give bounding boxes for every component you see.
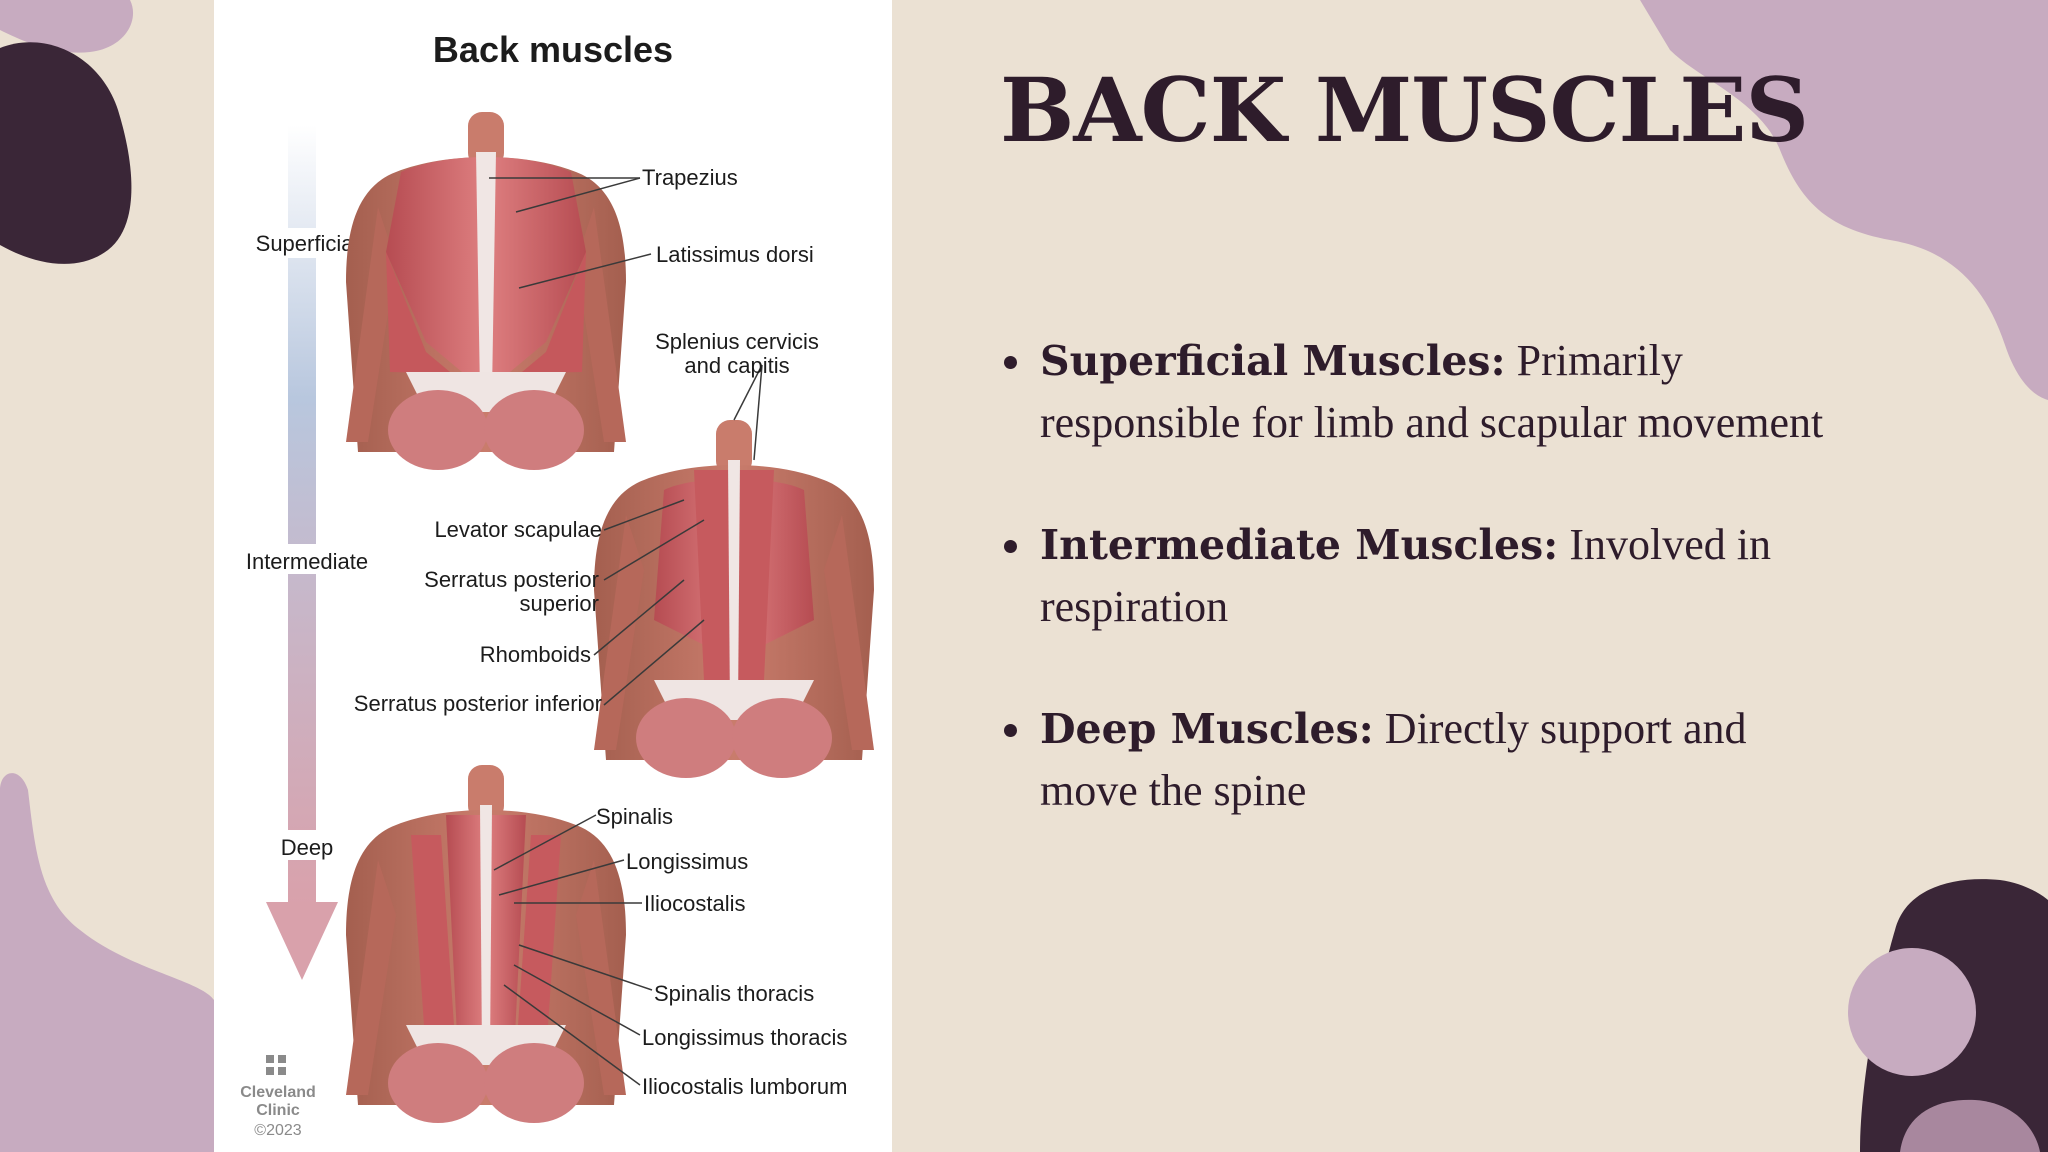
label-rhomboids: Rhomboids bbox=[480, 642, 591, 667]
credit-line-1: Cleveland bbox=[240, 1084, 316, 1101]
label-levator-scapulae: Levator scapulae bbox=[434, 517, 602, 542]
leader-lines bbox=[489, 177, 763, 1086]
bottom-left-mauve-blob bbox=[0, 773, 214, 1152]
bullet-term: Deep Muscles: bbox=[1040, 705, 1374, 753]
bullet-text: Directly support and move the spine bbox=[1040, 704, 1747, 815]
label-trapezius: Trapezius bbox=[642, 165, 738, 190]
bullet-text: Involved in respiration bbox=[1040, 520, 1771, 631]
label-serratus-superior-line-2: superior bbox=[520, 591, 599, 616]
label-splenius-line-1: Splenius cervicis bbox=[655, 329, 819, 354]
label-serratus-superior-line-1: Serratus posterior bbox=[424, 567, 599, 592]
bullet-deep: Deep Muscles: Directly support and move … bbox=[1000, 698, 1830, 821]
top-left-mauve-blob bbox=[0, 0, 134, 53]
bullet-term: Superficial Muscles: bbox=[1040, 337, 1506, 385]
figure-deep-illustration bbox=[346, 765, 626, 1123]
figure-title: Back muscles bbox=[433, 29, 673, 70]
label-spinalis-thoracis: Spinalis thoracis bbox=[654, 981, 814, 1006]
figure-intermediate-illustration bbox=[594, 420, 874, 778]
bullet-dot bbox=[1004, 356, 1017, 369]
figure-superficial-illustration bbox=[346, 112, 626, 470]
bullet-list: Superficial Muscles: Primarily responsib… bbox=[1000, 330, 1830, 821]
bottom-right-mauve-circle bbox=[1848, 948, 1976, 1076]
bullet-superficial: Superficial Muscles: Primarily responsib… bbox=[1000, 330, 1830, 453]
label-longissimus-thoracis: Longissimus thoracis bbox=[642, 1025, 847, 1050]
bottom-right-mauve-blob bbox=[1900, 1099, 2040, 1152]
label-iliocostalis-lumborum: Iliocostalis lumborum bbox=[642, 1074, 847, 1099]
credit-line-2: Clinic bbox=[256, 1102, 300, 1119]
label-spinalis: Spinalis bbox=[596, 804, 673, 829]
depth-label-intermediate: Intermediate bbox=[246, 549, 368, 574]
cleveland-clinic-logo bbox=[266, 1055, 286, 1075]
bullet-text: Primarily responsible for limb and scapu… bbox=[1040, 336, 1824, 447]
credit-line-3: ©2023 bbox=[254, 1122, 301, 1139]
bullet-dot bbox=[1004, 724, 1017, 737]
bullet-dot bbox=[1004, 540, 1017, 553]
label-latissimus-dorsi: Latissimus dorsi bbox=[656, 242, 814, 267]
label-longissimus: Longissimus bbox=[626, 849, 748, 874]
label-serratus-inferior: Serratus posterior inferior bbox=[354, 691, 602, 716]
label-splenius-line-2: and capitis bbox=[684, 353, 789, 378]
depth-label-superficial: Superficial bbox=[256, 231, 359, 256]
anatomy-figure: Back muscles Superficial Intermediate De… bbox=[214, 0, 892, 1152]
slide-title: BACK MUSCLES bbox=[1000, 58, 1809, 162]
bullet-term: Intermediate Muscles: bbox=[1040, 521, 1559, 569]
bullet-intermediate: Intermediate Muscles: Involved in respir… bbox=[1000, 514, 1830, 637]
depth-label-deep: Deep bbox=[281, 835, 334, 860]
label-iliocostalis: Iliocostalis bbox=[644, 891, 745, 916]
top-right-mauve-blob bbox=[1640, 0, 2048, 400]
top-left-dark-blob bbox=[0, 42, 132, 264]
